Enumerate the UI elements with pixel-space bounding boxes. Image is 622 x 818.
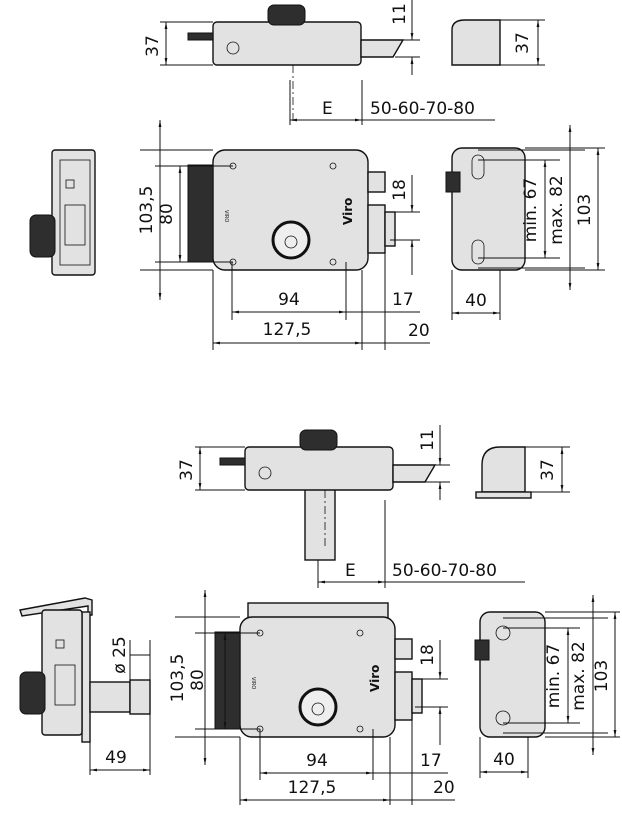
dim-bolt-height: 11 xyxy=(418,429,438,451)
dim-slot-max: max. 82 xyxy=(547,175,567,244)
dim-backset-label: E xyxy=(345,561,356,581)
dim-latch-projection: 20 xyxy=(433,778,455,798)
dim-bolt-projection: 17 xyxy=(392,290,414,310)
dim-bolt-width: 18 xyxy=(390,179,410,201)
dim-cylinder-length: 49 xyxy=(105,748,127,768)
dim-total-width: 127,5 xyxy=(288,778,337,798)
bottom-side-view: 37 11 xyxy=(177,425,450,561)
dim-side-height: 37 xyxy=(177,459,197,481)
bottom-front-view: Viro 103,5 80 18 94 17 127,5 20 xyxy=(168,590,455,805)
dim-front-inner-height: 80 xyxy=(188,669,208,691)
dim-bolt-width: 18 xyxy=(418,644,438,666)
dim-backset-label: E xyxy=(322,99,333,119)
bottom-back-view: min. 67 max. 82 103 40 xyxy=(474,595,620,778)
dim-end-height: 37 xyxy=(538,459,558,481)
dim-slot-max: max. 82 xyxy=(569,641,589,710)
dim-front-inner-height: 80 xyxy=(157,203,177,225)
dim-back-height: 103 xyxy=(592,660,612,692)
top-end-view: 37 xyxy=(451,19,545,66)
dim-hole-spacing: 94 xyxy=(306,751,328,771)
dim-side-height: 37 xyxy=(143,35,163,57)
dim-hole-spacing: 94 xyxy=(278,290,300,310)
dim-cylinder-diameter: ø 25 xyxy=(110,636,130,673)
bottom-variant: 37 11 37 E 50-60-70-80 xyxy=(19,425,620,805)
dim-bolt-projection: 17 xyxy=(420,751,442,771)
dim-backset-values: 50-60-70-80 xyxy=(392,561,497,581)
dim-total-width: 127,5 xyxy=(263,320,312,340)
dim-backset-values: 50-60-70-80 xyxy=(370,99,475,119)
dim-depth: 40 xyxy=(465,291,487,311)
top-front-view: Viro 103,5 80 18 94 17 127,5 20 xyxy=(137,120,430,350)
dim-depth: 40 xyxy=(493,750,515,770)
brand-logo: Viro xyxy=(368,665,382,692)
bottom-left-view: ø 25 49 xyxy=(19,597,151,775)
top-backset-dimension: E 50-60-70-80 xyxy=(289,80,495,125)
bottom-end-view: 37 xyxy=(475,446,570,499)
dim-latch-projection: 20 xyxy=(408,321,430,341)
dim-front-total-height: 103,5 xyxy=(168,654,188,703)
dim-slot-min: min. 67 xyxy=(544,644,564,709)
top-left-view xyxy=(29,149,96,276)
dim-end-height: 37 xyxy=(513,32,533,54)
bottom-backset-dimension: E 50-60-70-80 xyxy=(317,500,525,588)
dim-bolt-height: 11 xyxy=(390,3,410,25)
dim-back-height: 103 xyxy=(575,194,595,226)
dim-slot-min: min. 67 xyxy=(521,178,541,243)
top-back-view: min. 67 max. 82 103 40 xyxy=(445,125,605,320)
top-variant: 37 11 37 E 50-60-70-80 Viro xyxy=(29,0,605,350)
top-side-view: 37 11 xyxy=(143,0,420,123)
dim-front-total-height: 103,5 xyxy=(137,186,157,235)
brand-logo: Viro xyxy=(341,198,355,225)
